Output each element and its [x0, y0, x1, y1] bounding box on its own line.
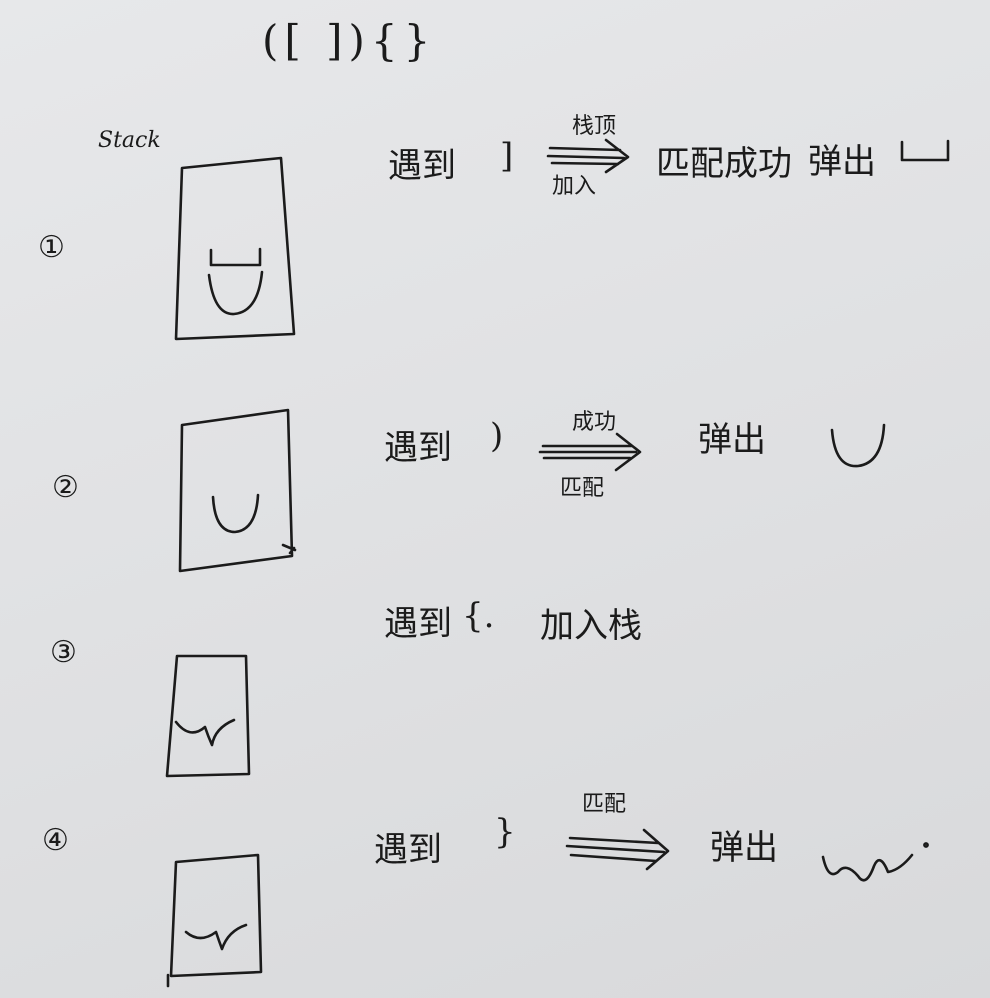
step-1-symbol: ]	[500, 136, 514, 176]
arrow-1	[546, 138, 630, 174]
stack-box-3	[165, 654, 251, 778]
stack-item-brace-3	[174, 718, 236, 747]
step-3-encounter: 遇到	[384, 604, 452, 644]
step-2-arrow-below: 匹配	[560, 476, 605, 501]
step-1-action: 弹出	[808, 142, 876, 182]
stack-box-1	[174, 156, 296, 341]
step-2-symbol: )	[490, 416, 504, 456]
step-1-result: 匹配成功	[656, 144, 792, 184]
stack-box-2	[178, 408, 294, 573]
popped-brace-4	[821, 853, 914, 882]
step-1-encounter: 遇到	[388, 146, 456, 186]
step-1-arrow-below: 加入	[552, 174, 597, 199]
stack-item-paren-1	[207, 270, 264, 316]
popped-bracket-1	[900, 139, 950, 162]
step-4-arrow-above: 匹配	[582, 792, 627, 817]
step-1-arrow-above: 栈顶	[572, 114, 617, 139]
step-number-3: ③	[50, 635, 77, 670]
arrow-4	[565, 828, 670, 871]
step-number-4: ④	[42, 823, 69, 858]
stack-item-paren-2	[211, 493, 260, 534]
bracket-expression-title: ([ ]){}	[262, 16, 437, 65]
step-3-action: 加入栈	[540, 606, 642, 646]
step-2-action: 弹出	[698, 420, 766, 460]
dot-4	[923, 842, 929, 848]
stack-item-brace-4	[184, 923, 248, 951]
step-2-encounter: 遇到	[384, 428, 452, 468]
popped-paren-2	[830, 423, 886, 468]
step-4-encounter: 遇到	[374, 830, 442, 870]
step-4-symbol: }	[494, 812, 516, 852]
stack-box-4	[169, 853, 263, 978]
stack-item-bracket-1	[209, 247, 262, 267]
arrow-2	[538, 432, 642, 472]
step-number-2: ②	[52, 470, 79, 505]
step-4-action: 弹出	[710, 828, 778, 868]
stack-label: Stack	[98, 128, 161, 153]
step-3-symbol: {.	[462, 596, 495, 636]
step-number-1: ①	[38, 230, 65, 265]
step-2-arrow-above: 成功	[572, 410, 617, 435]
